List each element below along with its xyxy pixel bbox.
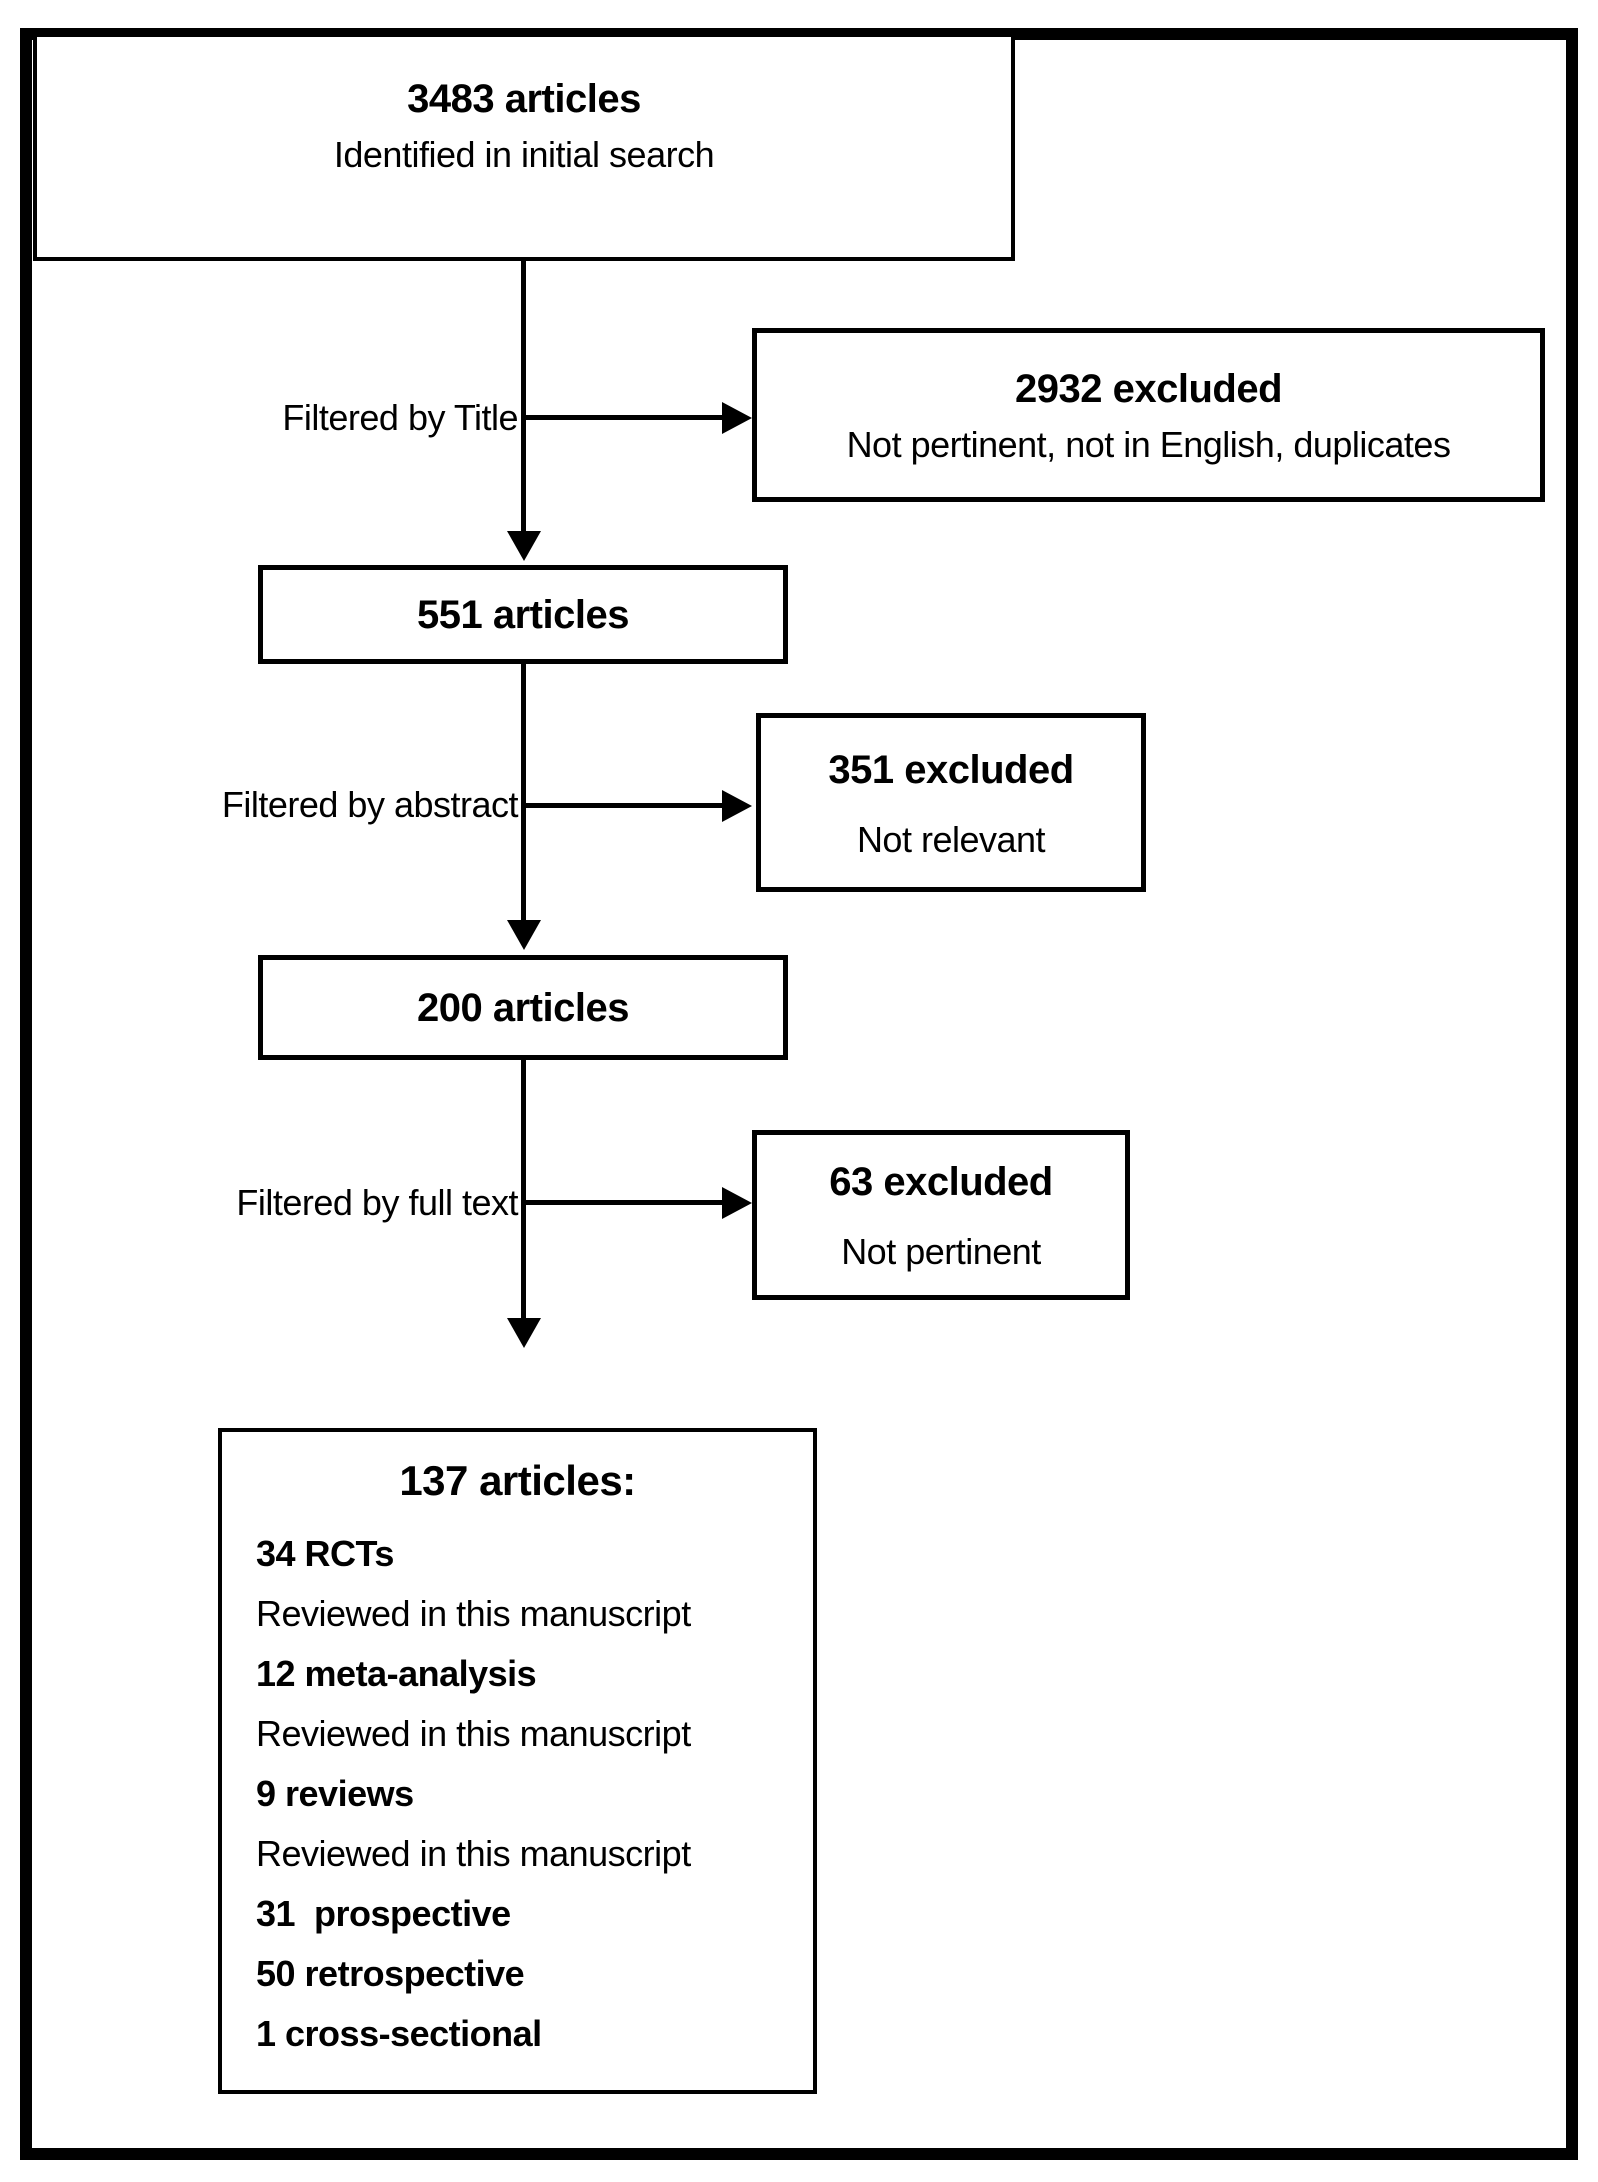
final-articles-title: 137 articles: [399,1457,636,1504]
articles-count-551: 551 articles [417,592,629,637]
excluded-count-63: 63 excluded [829,1160,1053,1204]
branch-line-3 [524,1200,722,1205]
excluded-reason-2932: Not pertinent, not in English, duplicate… [846,424,1451,465]
list-item: Reviewed in this manuscript [256,1713,691,1754]
filter-label-title: Filtered by Title [282,397,518,438]
excluded-count-2932: 2932 excluded [1015,367,1283,411]
filter-label-fulltext: Filtered by full text [236,1182,518,1223]
down-arrowhead-1-icon [507,531,541,561]
down-arrowhead-2-icon [507,920,541,950]
excluded-reason-63: Not pertinent [841,1231,1041,1272]
excluded-reason-351: Not relevant [856,818,1046,860]
initial-search-count: 3483 articles [407,77,641,121]
branch-line-1 [524,415,722,420]
excluded-count-351: 351 excluded [828,747,1074,792]
list-item: 34 RCTs [256,1533,394,1574]
right-arrowhead-2-icon [722,790,752,822]
list-item: Reviewed in this manuscript [256,1593,691,1634]
right-arrowhead-3-icon [722,1187,752,1219]
excluded-box-2932: 2932 excluded Not pertinent, not in Engl… [752,328,1545,502]
list-item: Reviewed in this manuscript [256,1833,691,1874]
excluded-box-63: 63 excluded Not pertinent [752,1130,1130,1300]
list-item: 12 meta-analysis [256,1653,537,1694]
down-arrowhead-3-icon [507,1318,541,1348]
articles-box-200: 200 articles [258,955,788,1060]
initial-search-description: Identified in initial search [333,134,715,175]
articles-count-200: 200 articles [417,985,629,1030]
list-item: 1 cross-sectional [256,2013,542,2054]
right-arrowhead-1-icon [722,402,752,434]
initial-search-box: 3483 articles Identified in initial sear… [33,33,1015,261]
list-item: 9 reviews [256,1773,414,1814]
final-articles-list: 34 RCTs Reviewed in this manuscript 12 m… [222,1524,813,2064]
connector-line-1 [521,259,526,531]
connector-line-2 [521,662,526,920]
articles-box-551: 551 articles [258,565,788,664]
excluded-box-351: 351 excluded Not relevant [756,713,1146,892]
connector-line-3 [521,1058,526,1318]
branch-line-2 [524,803,722,808]
list-item: 31 prospective [256,1893,511,1934]
filter-label-abstract: Filtered by abstract [221,784,519,825]
list-item: 50 retrospective [256,1953,525,1994]
final-articles-box: 137 articles: 34 RCTs Reviewed in this m… [218,1428,817,2094]
